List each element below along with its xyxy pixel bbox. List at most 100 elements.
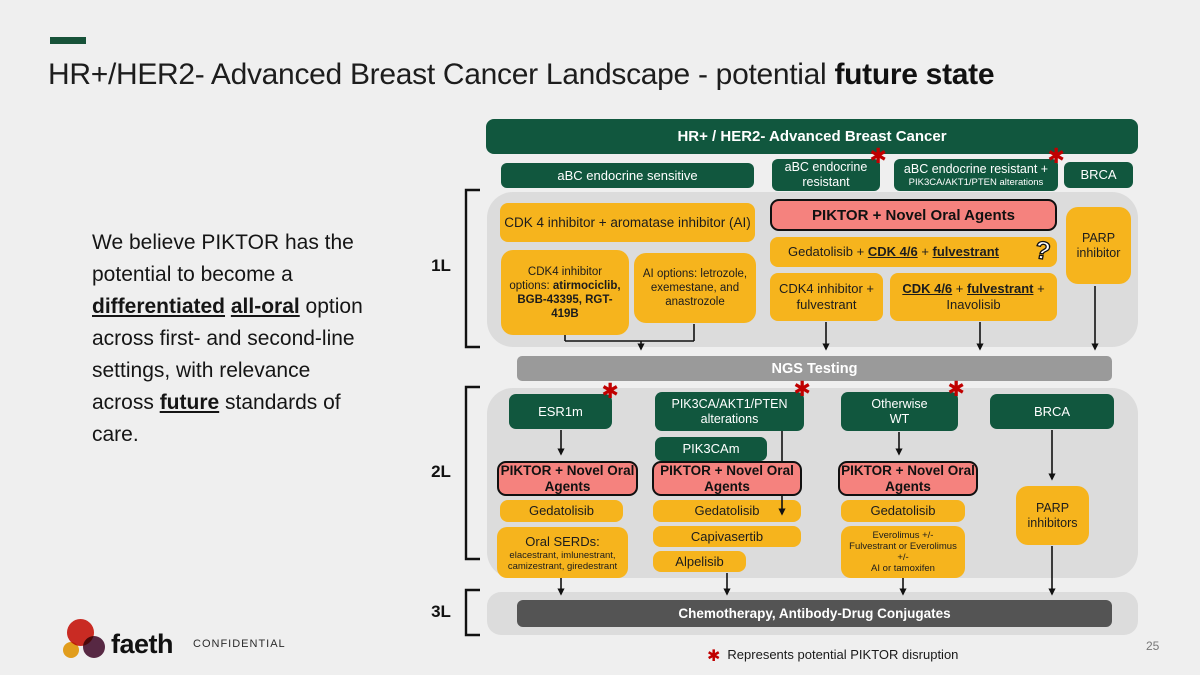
seg: + xyxy=(952,281,967,296)
box-label: Gedatolisib + CDK 4/6 + fulvestrant xyxy=(788,244,999,260)
piktor-disruption-asterisk: ✱ xyxy=(869,145,887,168)
footnote-asterisk-icon: ✱ xyxy=(707,648,721,665)
box-piktor-novel-pik3ca: PIKTOR + Novel Oral Agents xyxy=(652,461,802,496)
everolimus-line1: Everolimus +/- xyxy=(872,530,934,541)
ngs-testing-bar: NGS Testing xyxy=(517,356,1112,381)
cdk4-options-drugs: atirmociclib, BGB-43395, RGT-419B xyxy=(517,279,621,320)
box-oral-serds: Oral SERDs: elacestrant, imlunestrant, c… xyxy=(497,527,628,578)
box-gedatolisib-combo: Gedatolisib + CDK 4/6 + fulvestrant ? xyxy=(770,235,1057,267)
faeth-logo: faeth xyxy=(60,615,174,663)
combo-fulvestrant: fulvestrant xyxy=(932,244,999,259)
cdk46: CDK 4/6 xyxy=(902,281,953,296)
serds-label: Oral SERDs: xyxy=(525,533,600,549)
box-label: Alpelisib xyxy=(675,553,724,569)
fulvestrant: fulvestrant xyxy=(967,281,1034,296)
box-label: Capivasertib xyxy=(690,528,764,544)
title-bold: future state xyxy=(834,58,995,91)
box-label-line2: alterations xyxy=(700,411,759,426)
box-label: AI options: letrozole, exemestane, and a… xyxy=(642,268,748,308)
col-brca: BRCA xyxy=(1064,162,1133,188)
box-label: PIKTOR + Novel Oral Agents xyxy=(500,462,635,494)
col-endocrine-sensitive: aBC endocrine sensitive xyxy=(501,163,754,188)
box-otherwise-wt: Otherwise WT ✱ xyxy=(841,379,965,431)
box-label: CDK 4 inhibitor + aromatase inhibitor (A… xyxy=(504,214,751,230)
logo-circle-purple xyxy=(83,636,105,658)
page-title: HR+/HER2- Advanced Breast Cancer Landsca… xyxy=(48,58,1168,92)
intro-seg: option across first- and second-line set… xyxy=(92,295,363,414)
box-label: Gedatolisib xyxy=(870,503,936,518)
footnote-text: Represents potential PIKTOR disruption xyxy=(727,647,959,662)
everolimus-line2: Fulvestrant or Everolimus xyxy=(849,541,957,552)
box-label: PIKTOR + Novel Oral Agents xyxy=(660,462,794,494)
confidential-label: CONFIDENTIAL xyxy=(193,638,286,650)
box-label: PIKTOR + Novel Oral Agents xyxy=(841,462,975,494)
box-cdk4-options: CDK4 inhibitor options: atirmociclib, BG… xyxy=(501,250,629,335)
box-label: Gedatolisib xyxy=(694,503,760,518)
question-mark-icon: ? xyxy=(1032,235,1053,267)
cdk4-options-label: CDK4 inhibitor options: xyxy=(509,265,603,292)
piktor-disruption-asterisk: ✱ xyxy=(1047,145,1065,168)
intro-emph-all-oral: all-oral xyxy=(230,295,300,318)
box-label: PARP inhibitor xyxy=(1076,230,1121,260)
title-accent-dash xyxy=(50,37,86,44)
piktor-disruption-asterisk: ✱ xyxy=(793,378,811,401)
box-parp-inhibitor-1l: PARP inhibitor xyxy=(1066,207,1131,284)
chemotherapy-bar: Chemotherapy, Antibody-Drug Conjugates xyxy=(517,600,1112,627)
bar-label: NGS Testing xyxy=(771,360,858,377)
box-cdk4-aromatase: CDK 4 inhibitor + aromatase inhibitor (A… xyxy=(500,203,755,242)
combo-cdk46: CDK 4/6 xyxy=(867,244,918,259)
intro-paragraph: We believe PIKTOR has the potential to b… xyxy=(92,227,364,451)
piktor-disruption-asterisk: ✱ xyxy=(601,380,619,403)
col-label: BRCA xyxy=(1080,167,1117,182)
box-label: CDK4 inhibitor + fulvestrant xyxy=(778,281,875,312)
box-label: PIKTOR + Novel Oral Agents xyxy=(812,206,1015,224)
box-piktor-novel-wt: PIKTOR + Novel Oral Agents xyxy=(838,461,978,496)
box-label-line1: Otherwise xyxy=(871,396,928,411)
box-pik3ca-alterations: PIK3CA/AKT1/PTEN alterations ✱ xyxy=(655,379,811,431)
box-label: BRCA xyxy=(1033,403,1071,419)
box-piktor-novel-esr1m: PIKTOR + Novel Oral Agents xyxy=(497,461,638,496)
box-label: ESR1m xyxy=(538,403,583,419)
box-everolimus: Everolimus +/- Fulvestrant or Everolimus… xyxy=(841,526,965,578)
box-brca-2l: BRCA xyxy=(990,394,1114,429)
box-label-line2: WT xyxy=(889,411,910,426)
intro-emph-differentiated: differentiated xyxy=(92,295,226,318)
box-cdk4-fulvestrant: CDK4 inhibitor + fulvestrant xyxy=(770,273,883,321)
intro-emph-future: future xyxy=(159,391,220,414)
combo-seg: Gedatolisib + xyxy=(787,244,868,259)
bar-label: Chemotherapy, Antibody-Drug Conjugates xyxy=(678,605,951,621)
serds-drugs-line1: elacestrant, imlunestrant, xyxy=(509,549,616,561)
box-label: CDK 4/6 + fulvestrant + Inavolisib xyxy=(896,281,1051,313)
box-ai-options: AI options: letrozole, exemestane, and a… xyxy=(634,253,756,323)
col-label-line2: PIK3CA/AKT1/PTEN alterations xyxy=(908,177,1044,188)
everolimus-line4: AI or tamoxifen xyxy=(871,563,935,574)
intro-seg: standards of care. xyxy=(92,391,341,446)
box-label: Gedatolisib xyxy=(528,503,595,518)
row-label-1l: 1L xyxy=(431,256,451,275)
intro-seg: We believe PIKTOR has the potential to b… xyxy=(92,231,354,286)
box-cdk46-fulvestrant-inavolisib: CDK 4/6 + fulvestrant + Inavolisib xyxy=(890,273,1057,321)
seg: + Inavolisib xyxy=(946,281,1045,312)
box-gedatolisib-col3: Gedatolisib xyxy=(841,500,965,522)
diagram-header: HR+ / HER2- Advanced Breast Cancer xyxy=(486,119,1138,154)
box-label-line1: PIK3CA/AKT1/PTEN xyxy=(671,396,788,411)
box-alpelisib: Alpelisib xyxy=(653,551,746,572)
col-label: aBC endocrine resistant xyxy=(784,160,868,189)
col-label: aBC endocrine sensitive xyxy=(557,167,698,183)
box-parp-inhibitors-2l: PARP inhibitors xyxy=(1016,486,1089,545)
box-gedatolisib-col1: Gedatolisib xyxy=(500,500,623,522)
col-label-line1: aBC endocrine resistant + xyxy=(903,162,1049,176)
box-label: CDK4 inhibitor options: atirmociclib, BG… xyxy=(507,265,623,321)
page-number: 25 xyxy=(1146,639,1160,653)
diagram-header-label: HR+ / HER2- Advanced Breast Cancer xyxy=(677,128,947,145)
logo-circle-yellow xyxy=(63,642,79,658)
box-piktor-novel-1l: PIKTOR + Novel Oral Agents xyxy=(770,199,1057,231)
box-label: PARP inhibitors xyxy=(1027,500,1078,530)
serds-drugs-line2: camizestrant, giredestrant xyxy=(507,560,618,572)
footnote: ✱ Represents potential PIKTOR disruption xyxy=(707,646,958,666)
row-label-3l: 3L xyxy=(431,602,451,621)
piktor-disruption-asterisk: ✱ xyxy=(947,378,965,401)
box-pik3cam: PIK3CAm xyxy=(655,437,767,461)
logo-wordmark: faeth xyxy=(111,629,174,659)
